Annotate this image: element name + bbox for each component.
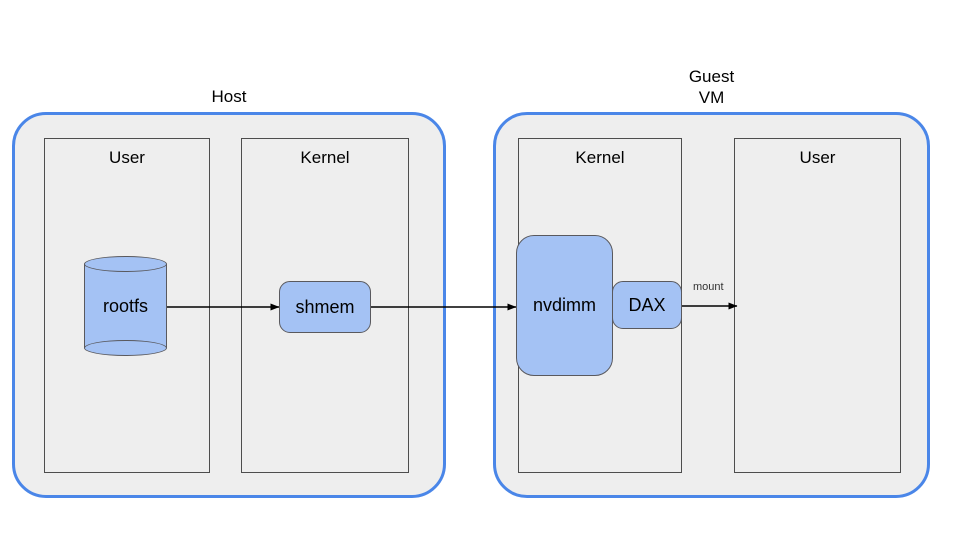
guest-user-pane-label: User bbox=[799, 148, 836, 167]
node-shmem[interactable]: shmem bbox=[279, 281, 371, 333]
cylinder-top bbox=[84, 256, 167, 272]
host-kernel-pane-label: Kernel bbox=[300, 148, 350, 167]
host-user-pane-label: User bbox=[109, 148, 145, 167]
node-dax-label: DAX bbox=[628, 294, 666, 315]
guest-user-pane: User bbox=[734, 138, 901, 473]
cylinder-body bbox=[84, 264, 167, 348]
guest-vm-zone-label: Guest VM bbox=[688, 67, 735, 107]
host-zone-label: Host bbox=[211, 87, 247, 106]
node-nvdimm-label: nvdimm bbox=[532, 295, 596, 315]
node-dax[interactable]: DAX bbox=[612, 281, 682, 329]
guest-kernel-pane-label: Kernel bbox=[575, 148, 625, 167]
node-shmem-label: shmem bbox=[295, 296, 355, 317]
node-rootfs[interactable]: rootfs bbox=[84, 256, 167, 356]
cylinder-bottom bbox=[84, 340, 167, 356]
node-nvdimm[interactable]: nvdimm bbox=[516, 235, 613, 376]
edge-label-mount: mount bbox=[693, 281, 724, 293]
node-rootfs-label: rootfs bbox=[102, 295, 149, 316]
